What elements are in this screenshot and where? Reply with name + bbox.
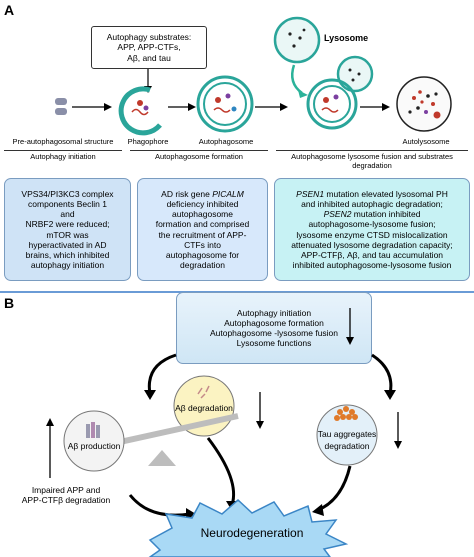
box1-line-1: VPS34/PI3KC3 complex xyxy=(21,188,114,199)
stage-pre-autophagosomal: Pre-autophagosomal structure xyxy=(12,137,114,146)
box3-line-1: PSEN1 mutation elevated lysosomal PH xyxy=(296,188,448,199)
autophagy-pathway-box: Autophagy initiation Autophagosome forma… xyxy=(176,292,372,364)
box2-line-3: autophagosome xyxy=(172,209,233,220)
box2-line-1: AD risk gene PICALM xyxy=(161,189,244,199)
box1-line-5: mTOR was xyxy=(46,229,89,240)
pre-autophagosomal-structure-icon xyxy=(55,98,67,115)
box2-line-2: deficiency inhibited xyxy=(166,198,239,209)
abeta-degradation-label: Aβ degradation xyxy=(175,403,233,413)
box-initiation-findings: VPS34/PI3KC3 complex components Beclin 1… xyxy=(4,178,131,281)
neurodegeneration-burst xyxy=(148,498,349,557)
process-fusion-degradation: Autophagosome lysosome fusion and substr… xyxy=(291,152,453,170)
box2-gene-name: PICALM xyxy=(212,188,244,199)
lysosome-icon-small xyxy=(336,55,374,93)
substrates-line-1: Autophagy substrates: xyxy=(106,32,192,43)
stage-autolysosome: Autolysosome xyxy=(402,137,450,146)
process-autophagy-initiation: Autophagy initiation xyxy=(30,152,96,161)
lysosome-label: Lysosome xyxy=(324,33,369,43)
tau-aggregates-icon xyxy=(334,406,358,421)
box2-gene-prefix: AD risk gene xyxy=(161,188,213,199)
box3-line-7: APP-CTFβ, Aβ, and tau accumulation xyxy=(300,249,444,260)
box3-line-4: autophagosome-lysosome fusion; xyxy=(308,219,436,230)
tau-line-1: Tau aggregates xyxy=(317,429,377,439)
rule-formation xyxy=(130,150,268,151)
box1-line-3: and xyxy=(60,209,75,220)
substrates-line-2: APP, APP-CTFs, xyxy=(117,42,181,53)
impaired-line-2: APP-CTFβ degradation xyxy=(21,495,111,506)
box3-line-2: and inhibited autophagic degradation; xyxy=(301,198,443,209)
box2-line-7: autophagosome for xyxy=(165,249,240,260)
box2-line-4: formation and comprised xyxy=(155,219,250,230)
autolysosome-icon xyxy=(396,76,452,132)
tau-aggregates-label: Tau aggregates degradation xyxy=(316,429,378,451)
box-formation-findings: AD risk gene PICALM deficiency inhibited… xyxy=(137,178,268,281)
box1-line-6: hyperactivated in AD xyxy=(28,239,107,250)
tau-line-2: degradation xyxy=(324,441,370,452)
phagophore-icon xyxy=(118,86,162,136)
pathway-line-2: Autophagosome formation xyxy=(224,317,324,328)
box1-line-8: autophagy initiation xyxy=(30,260,105,271)
rule-initiation xyxy=(4,150,122,151)
neurodegeneration-label: Neurodegeneration xyxy=(200,526,304,540)
box2-line-6: CTFs into xyxy=(184,239,221,250)
stage-autophagosome: Autophagosome xyxy=(198,137,254,146)
box3-line-5: lysosome enzyme CTSD mislocalization xyxy=(296,229,448,240)
panel-a-letter: A xyxy=(4,2,15,18)
abeta-production-label: Aβ production xyxy=(67,441,121,451)
box-fusion-findings: PSEN1 mutation elevated lysosomal PH and… xyxy=(274,178,470,281)
fusing-autophagosome-icon xyxy=(306,78,358,130)
pathway-line-1: Autophagy initiation xyxy=(236,307,312,318)
box2-line-5: the recruitment of APP- xyxy=(158,229,247,240)
abeta-stacks-icon xyxy=(86,422,100,438)
impaired-line-1: Impaired APP and xyxy=(31,485,101,495)
box3-line-3: PSEN2 mutation inhibited xyxy=(323,209,421,220)
impaired-degradation-label: Impaired APP and APP-CTFβ degradation xyxy=(14,485,118,505)
box3-line-6: attenuated lysosome degradation capacity… xyxy=(291,239,453,250)
abeta-fragments-icon xyxy=(197,385,210,399)
autophagosome-icon xyxy=(196,75,254,133)
box1-line-4: NRBF2 were reduced; xyxy=(25,219,110,230)
box3-line-8: inhibited autophagosome-lysosome fusion xyxy=(292,260,452,271)
pathway-line-3: Autophagosome -lysosome fusion xyxy=(209,328,339,338)
substrates-line-3: Aβ, and tau xyxy=(127,52,171,63)
autophagy-substrates-box: Autophagy substrates: APP, APP-CTFs, Aβ,… xyxy=(91,26,207,69)
pathway-line-4: Lysosome functions xyxy=(236,338,312,349)
panel-b-letter: B xyxy=(4,295,15,311)
lysosome-icon-large xyxy=(273,16,321,64)
rule-fusion xyxy=(276,150,468,151)
stage-phagophore: Phagophore xyxy=(127,137,169,146)
box1-line-2: components Beclin 1 xyxy=(28,198,107,209)
process-autophagosome-formation: Autophagosome formation xyxy=(155,152,243,161)
box1-line-7: brains, which inhibited xyxy=(25,249,110,260)
box2-line-8: degradation xyxy=(180,260,225,271)
